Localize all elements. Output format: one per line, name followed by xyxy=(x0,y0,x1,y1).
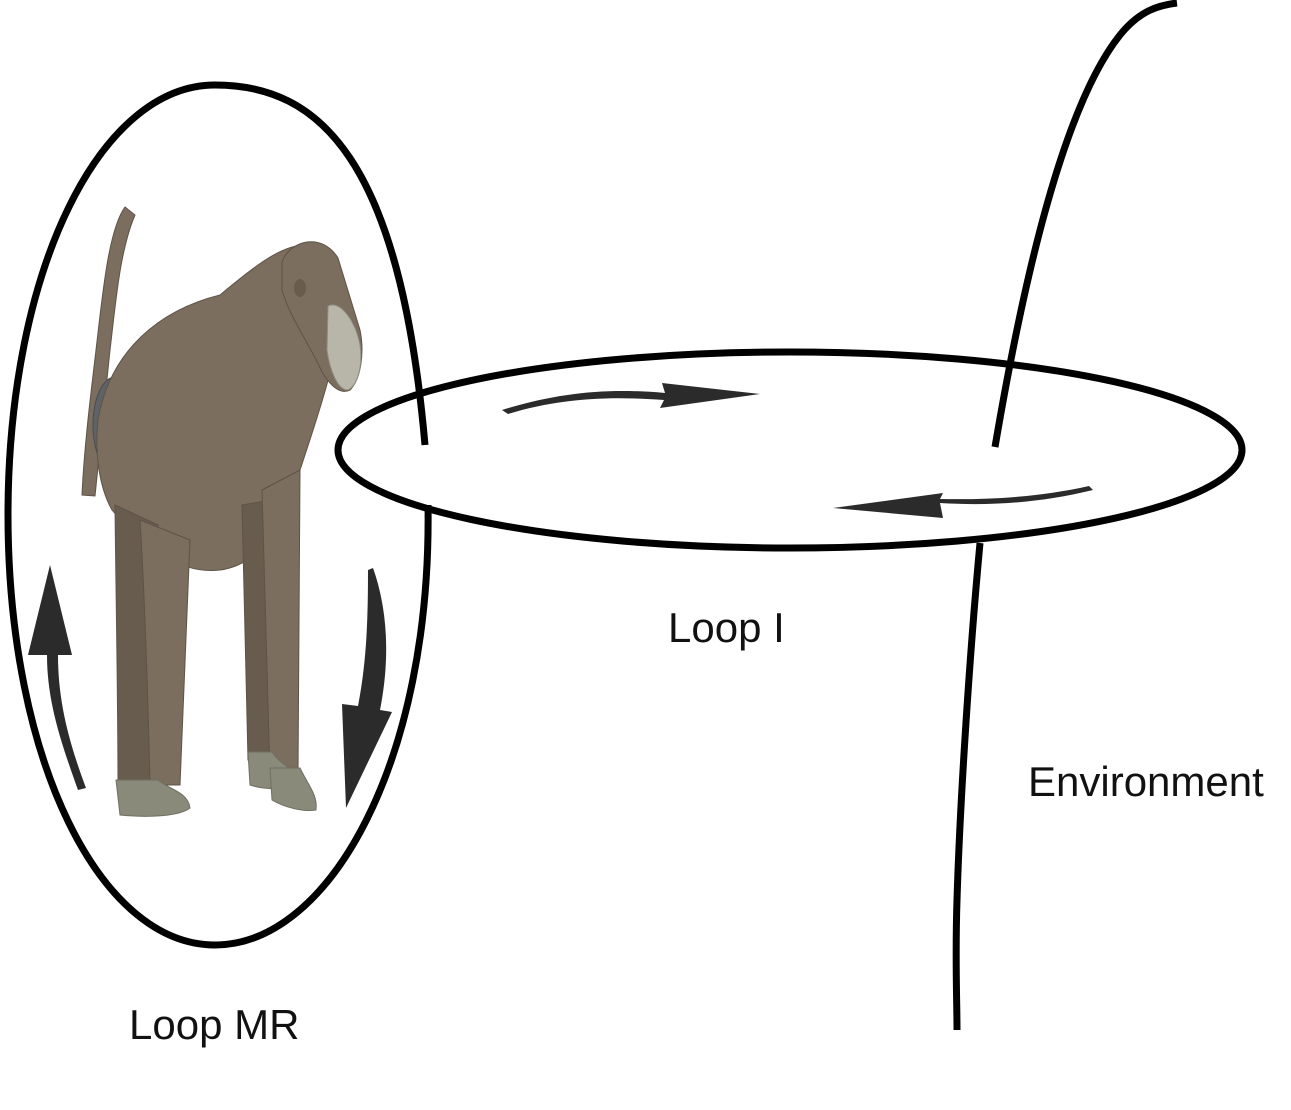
environment-label: Environment xyxy=(1028,758,1264,805)
loop-mr-label: Loop MR xyxy=(129,1001,300,1048)
baboon-muzzle xyxy=(326,304,362,391)
baboon-ear xyxy=(294,279,306,297)
loop-mr-arrow-up xyxy=(28,565,86,790)
baboon-foot-1 xyxy=(115,779,191,817)
environment-boundary-lower xyxy=(952,542,984,1031)
baboon-illustration xyxy=(81,206,363,817)
loop-i-ellipse xyxy=(334,348,1246,552)
loop-i-arrow-left xyxy=(833,486,1093,518)
loop-mr-ellipse xyxy=(4,81,432,949)
loop-i-arrow-right xyxy=(502,383,760,414)
environment-boundary-upper xyxy=(991,0,1178,448)
loop-i-label: Loop I xyxy=(668,604,785,651)
baboon-hand-2 xyxy=(269,767,317,811)
loop-mr-arrow-down xyxy=(342,568,392,808)
